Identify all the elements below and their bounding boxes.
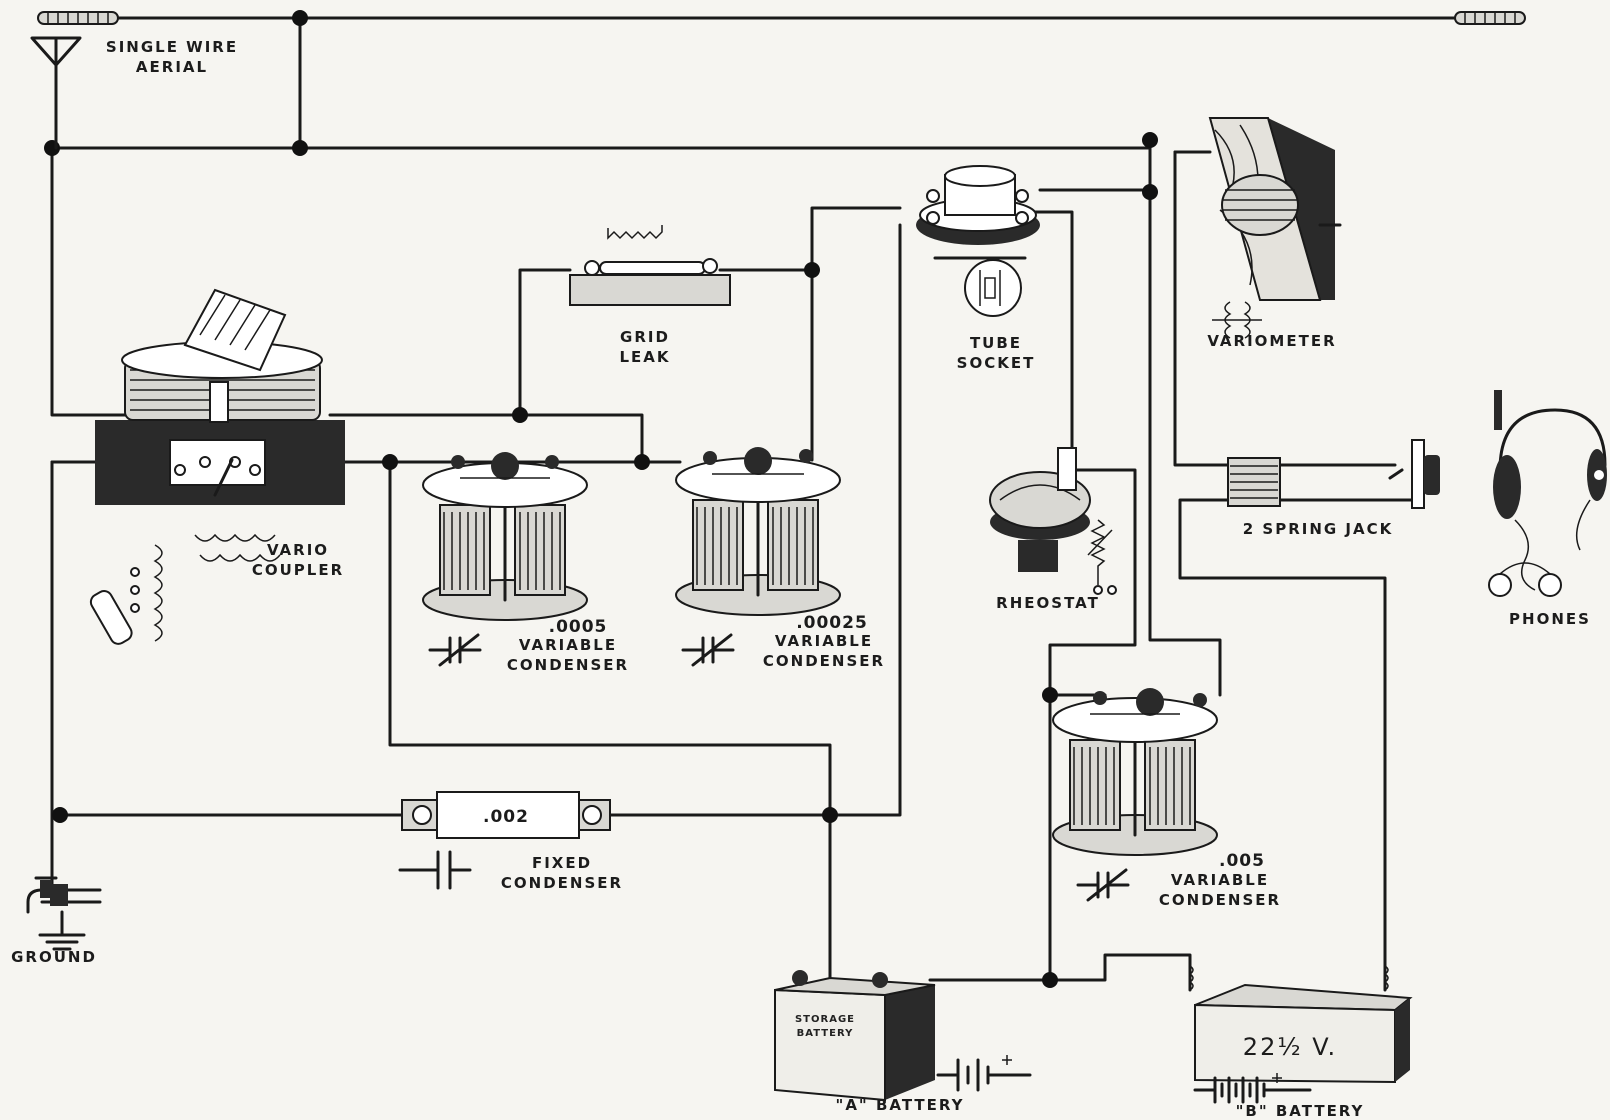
fixed-condenser-value: .002	[483, 807, 529, 827]
a-battery-symbol-icon	[936, 1055, 1032, 1092]
condenser-2-label-line1: VARIABLE	[775, 632, 873, 650]
phones-label: PHONES	[1509, 610, 1591, 628]
variometer-schematic-icon	[1212, 301, 1262, 339]
aerial-insulators	[37, 11, 1526, 25]
storage-battery-text-line2: BATTERY	[797, 1028, 854, 1039]
condenser-1-label-line2: CONDENSER	[507, 656, 629, 674]
rheostat-label: RHEOSTAT	[996, 594, 1100, 612]
rheostat-component	[989, 447, 1091, 572]
condenser-3-label-line1: VARIABLE	[1171, 871, 1269, 889]
vario-coupler-schematic-icon	[89, 533, 281, 645]
condenser-2-label-line2: CONDENSER	[763, 652, 885, 670]
fixed-condenser-label-line1: FIXED	[532, 854, 592, 872]
condenser-1-value: .0005	[549, 617, 608, 637]
b-battery-voltage: 22½ V.	[1243, 1033, 1337, 1061]
tube-socket-label-line1: TUBE	[970, 334, 1022, 352]
b-battery-symbol-icon	[1193, 1073, 1312, 1104]
vario-coupler-label-line1: VARIO	[267, 541, 329, 559]
phones-component	[1488, 390, 1607, 597]
ground-faucet-icon	[26, 876, 102, 914]
aerial-label-line1: SINGLE WIRE	[106, 38, 238, 56]
grid-leak-label-line2: LEAK	[619, 348, 670, 366]
spring-jack-component	[1227, 439, 1440, 509]
rheostat-symbol-icon	[1087, 519, 1117, 595]
tube-socket-label-line2: SOCKET	[957, 354, 1036, 372]
variable-condenser-symbol-icon	[428, 633, 482, 667]
aerial-symbol-icon	[30, 36, 82, 150]
condenser-1-label-line1: VARIABLE	[519, 636, 617, 654]
junction-dots	[44, 10, 1158, 988]
variable-condenser-0005-component	[422, 452, 588, 621]
condenser-2-value: .00025	[796, 613, 868, 633]
variable-condenser-005-component	[1052, 688, 1218, 856]
grid-leak-label-line1: GRID	[620, 328, 670, 346]
grid-leak-component	[569, 225, 731, 306]
vario-coupler-component	[95, 288, 345, 505]
storage-battery-text-line1: STORAGE	[795, 1014, 855, 1025]
variometer-component	[1208, 117, 1342, 301]
variometer-label: VARIOMETER	[1207, 332, 1336, 350]
variable-condenser-00025-component	[675, 447, 841, 616]
tube-socket-component	[916, 165, 1040, 245]
vario-coupler-label-line2: COUPLER	[252, 561, 344, 579]
condenser-3-value: .005	[1219, 851, 1265, 871]
ground-symbol-icon	[38, 910, 86, 951]
b-battery-component	[1188, 965, 1413, 1084]
jack-label: 2 SPRING JACK	[1243, 520, 1394, 538]
variable-condenser-symbol-icon	[1076, 868, 1130, 902]
tube-symbol-icon	[933, 256, 1027, 317]
fixed-condenser-component	[401, 791, 611, 839]
variable-condenser-symbol-icon	[681, 633, 735, 667]
fixed-condenser-label-line2: CONDENSER	[501, 874, 623, 892]
aerial-label-line2: AERIAL	[136, 58, 208, 76]
condenser-3-label-line2: CONDENSER	[1159, 891, 1281, 909]
ground-label: GROUND	[11, 948, 97, 966]
a-battery-component	[774, 970, 936, 1102]
b-battery-label: "B" BATTERY	[1236, 1102, 1365, 1120]
a-battery-label: "A" BATTERY	[836, 1096, 965, 1114]
fixed-condenser-symbol-icon	[398, 850, 472, 890]
